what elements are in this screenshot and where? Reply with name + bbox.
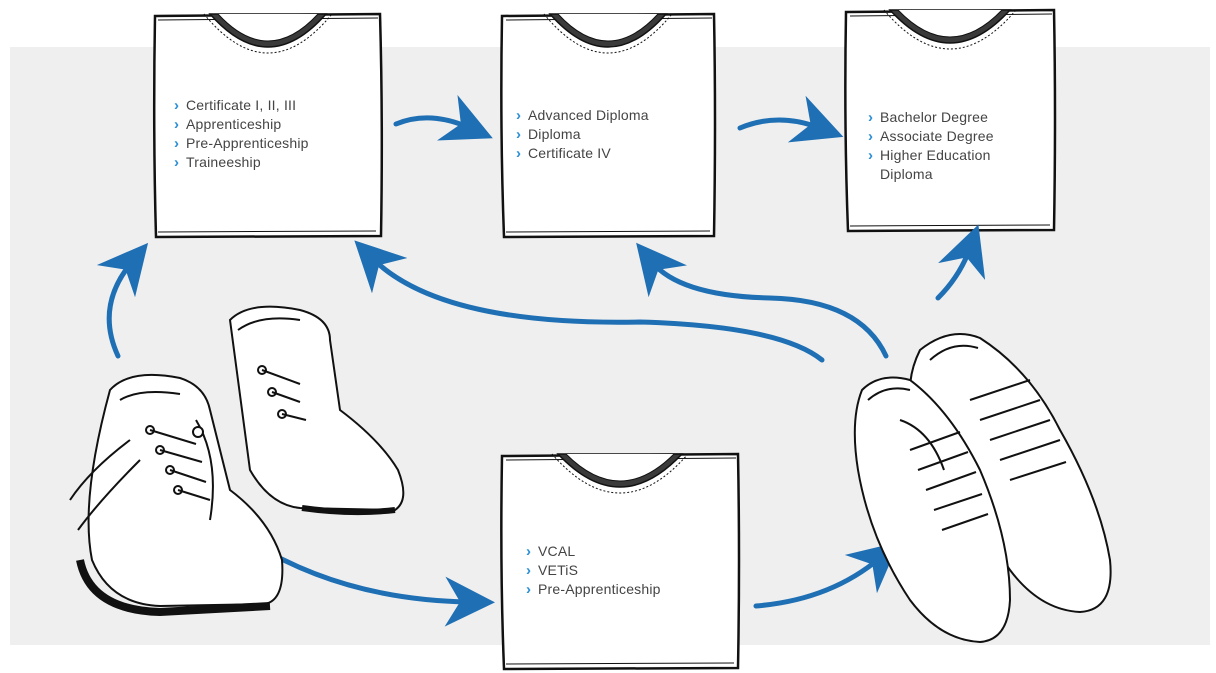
tshirt-icon xyxy=(500,12,717,239)
arrow-shirt2-to-shirt3 xyxy=(737,95,844,143)
chevron-right-icon: › xyxy=(174,116,180,133)
arrow-sneakers-to-shirt1 xyxy=(354,240,825,363)
chevron-right-icon: › xyxy=(526,562,532,579)
chevron-right-icon: › xyxy=(868,147,874,164)
arrow-boots-to-shirt4 xyxy=(242,535,495,627)
shirt-diplomas-list: ›Advanced Diploma ›Diploma ›Certificate … xyxy=(516,106,649,163)
list-item: ›Bachelor Degree xyxy=(868,109,989,126)
list-item: Diploma xyxy=(880,166,933,182)
list-item: ›Advanced Diploma xyxy=(516,107,649,124)
arrow-shirt4-to-sneakers xyxy=(753,541,900,609)
list-item: ›Apprenticeship xyxy=(174,116,282,133)
shirt-certificates-list: ›Certificate I, II, III ›Apprenticeship … xyxy=(174,96,309,172)
tshirt-icon xyxy=(500,452,741,671)
chevron-right-icon: › xyxy=(174,135,180,152)
arrow-shirt1-to-shirt2 xyxy=(393,94,493,141)
list-item: ›Pre-Apprenticeship xyxy=(526,581,661,598)
chevron-right-icon: › xyxy=(868,109,874,126)
chevron-right-icon: › xyxy=(516,145,522,162)
list-item: ›Certificate IV xyxy=(516,145,611,162)
shirt-degrees: ›Bachelor Degree ›Associate Degree ›High… xyxy=(842,6,1058,234)
list-item: ›Diploma xyxy=(516,126,581,143)
shirt-school: ›VCAL ›VETiS ›Pre-Apprenticeship xyxy=(498,450,742,672)
arrow-boots-up xyxy=(96,242,149,359)
shirt-certificates: ›Certificate I, II, III ›Apprenticeship … xyxy=(150,10,386,240)
chevron-right-icon: › xyxy=(516,126,522,143)
list-item: ›Higher Education xyxy=(868,147,991,164)
shirt-school-list: ›VCAL ›VETiS ›Pre-Apprenticeship xyxy=(526,542,661,599)
shirt-degrees-list: ›Bachelor Degree ›Associate Degree ›High… xyxy=(868,108,994,184)
list-item: ›Certificate I, II, III xyxy=(174,97,297,114)
chevron-right-icon: › xyxy=(526,581,532,598)
chevron-right-icon: › xyxy=(174,154,180,171)
tshirt-icon xyxy=(152,12,384,239)
list-item: ›Traineeship xyxy=(174,154,261,171)
chevron-right-icon: › xyxy=(868,128,874,145)
list-item: ›VCAL xyxy=(526,543,576,560)
list-item: ›Pre-Apprenticeship xyxy=(174,135,309,152)
arrow-sneakers-to-shirt2 xyxy=(636,242,889,359)
chevron-right-icon: › xyxy=(174,97,180,114)
arrow-sneakers-to-shirt3 xyxy=(935,224,986,301)
shirt-diplomas: ›Advanced Diploma ›Diploma ›Certificate … xyxy=(498,10,718,240)
tshirt-icon xyxy=(844,8,1057,233)
chevron-right-icon: › xyxy=(516,107,522,124)
list-item: ›Associate Degree xyxy=(868,128,994,145)
chevron-right-icon: › xyxy=(526,543,532,560)
list-item: ›VETiS xyxy=(526,562,579,579)
